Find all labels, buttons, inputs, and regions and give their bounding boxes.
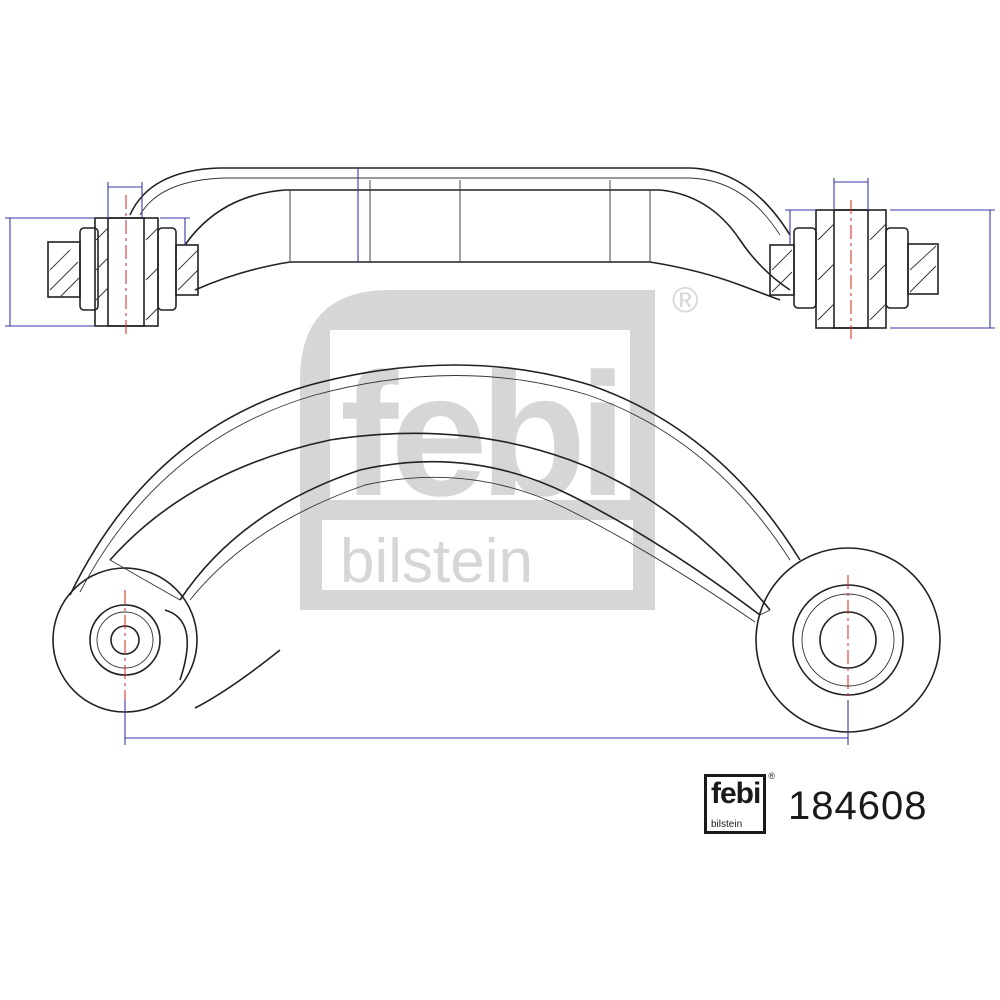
- svg-text:febi: febi: [340, 338, 619, 533]
- registered-mark: ®: [768, 771, 775, 781]
- part-number: 184608: [788, 784, 928, 828]
- watermark-logo: febi bilstein ®: [300, 279, 699, 610]
- svg-text:®: ®: [672, 279, 699, 320]
- top-view: [5, 167, 995, 340]
- logo-brand: febi: [711, 777, 761, 810]
- febi-bilstein-logo: febi bilstein ®: [704, 771, 775, 834]
- logo-sub: bilstein: [711, 819, 743, 830]
- svg-text:bilstein: bilstein: [340, 527, 533, 596]
- side-view: [52, 364, 941, 745]
